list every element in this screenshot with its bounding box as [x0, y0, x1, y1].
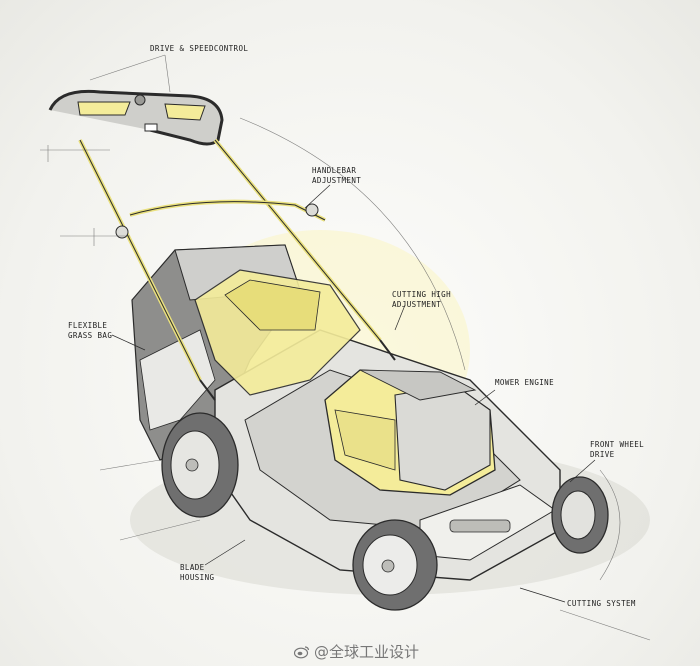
label-mower-engine: MOWER ENGINE [495, 378, 554, 387]
yellow-cover [194, 269, 361, 396]
handlebar [48, 89, 396, 401]
construction-lines [40, 54, 651, 641]
label-front-wheel-drive: FRONT WHEEL DRIVE [590, 440, 645, 459]
label-drive-speedcontrol: DRIVE & SPEEDCONTROL [150, 44, 249, 53]
weibo-icon [294, 645, 310, 658]
label-blade-housing: BLADE HOUSING [180, 563, 215, 582]
watermark: @全球工业设计 [294, 641, 419, 662]
label-cutting-high-adjustment: CUTTING HIGH ADJUSTMENT [392, 290, 451, 309]
label-cutting-system: CUTTING SYSTEM [567, 599, 636, 608]
rear-wheel [161, 412, 239, 518]
label-leaders [111, 184, 596, 603]
front-right-wheel [551, 476, 609, 554]
mower-engine [324, 369, 496, 496]
handlebar-knobs [115, 203, 319, 239]
label-flexible-grass-bag: FLEXIBLE GRASS BAG [68, 321, 113, 340]
front-left-wheel [352, 519, 438, 611]
label-handlebar-adjustment: HANDLEBAR ADJUSTMENT [312, 166, 362, 185]
watermark-text: @全球工业设计 [314, 643, 420, 661]
